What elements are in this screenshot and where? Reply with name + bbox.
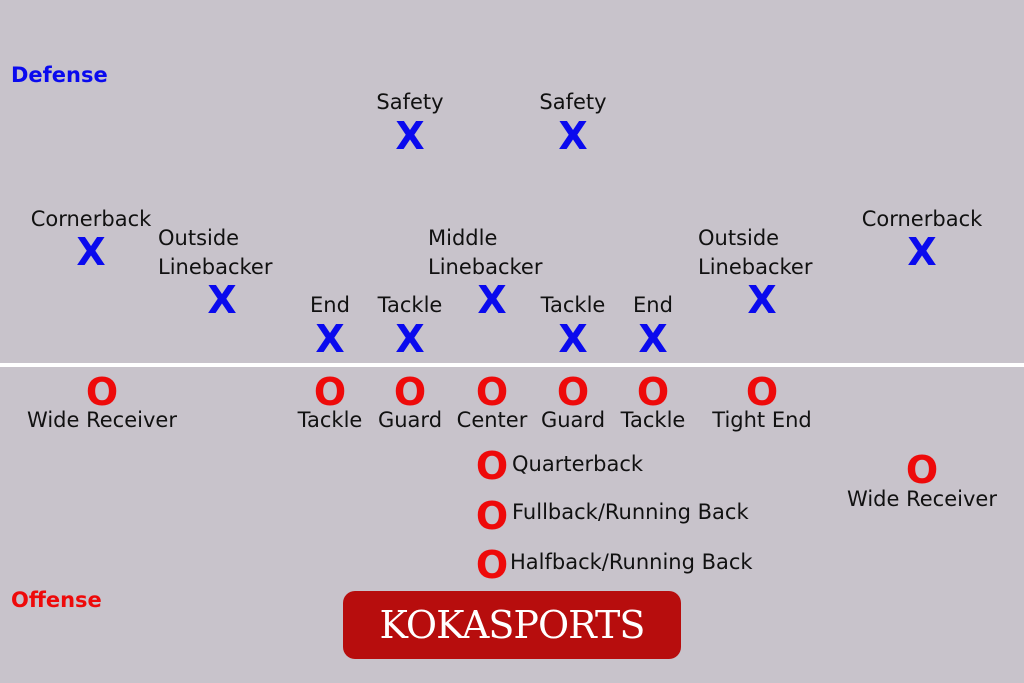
- offense-title: Offense: [11, 588, 102, 612]
- defense-mlb-marker: X: [477, 278, 507, 322]
- defense-mlb-label: Middle Linebacker: [428, 226, 543, 279]
- offense-halfback-marker: O: [475, 543, 509, 587]
- offense-guard-left-label: Guard: [377, 408, 443, 432]
- defense-cornerback-right-label: Cornerback: [861, 207, 983, 231]
- line-of-scrimmage: [0, 363, 1024, 367]
- defense-olb-right-marker: X: [747, 278, 777, 322]
- offense-tight-end-marker: O: [745, 370, 779, 414]
- offense-tackle-left-marker: O: [313, 370, 347, 414]
- defense-safety-right-label: Safety: [539, 90, 607, 114]
- offense-tackle-right-marker: O: [636, 370, 670, 414]
- offense-quarterback-marker: O: [475, 444, 509, 488]
- defense-tackle-left-marker: X: [395, 317, 425, 361]
- defense-end-left-label: End: [310, 293, 350, 317]
- defense-tackle-right-label: Tackle: [540, 293, 606, 317]
- defense-olb-left-marker: X: [207, 278, 237, 322]
- defense-end-right-marker: X: [638, 317, 668, 361]
- defense-cornerback-left-label: Cornerback: [30, 207, 152, 231]
- offense-fullback-marker: O: [475, 494, 509, 538]
- offense-tackle-left-label: Tackle: [297, 408, 363, 432]
- offense-quarterback-label: Quarterback: [512, 452, 644, 476]
- defense-end-right-label: End: [633, 293, 673, 317]
- kokasports-logo: KOKASPORTS: [343, 591, 681, 659]
- offense-guard-right-label: Guard: [540, 408, 606, 432]
- defense-tackle-right-marker: X: [558, 317, 588, 361]
- offense-wr-right-label: Wide Receiver: [847, 487, 997, 511]
- defense-cornerback-right-marker: X: [907, 230, 937, 274]
- defense-tackle-left-label: Tackle: [377, 293, 443, 317]
- defense-safety-left-marker: X: [395, 114, 425, 158]
- defense-end-left-marker: X: [315, 317, 345, 361]
- offense-halfback-label: Halfback/Running Back: [510, 550, 753, 574]
- offense-wr-left-label: Wide Receiver: [27, 408, 177, 432]
- offense-wr-left-marker: O: [85, 370, 119, 414]
- offense-wr-right-marker: O: [905, 448, 939, 492]
- defense-safety-right-marker: X: [558, 114, 588, 158]
- offense-tackle-right-label: Tackle: [620, 408, 686, 432]
- offense-guard-right-marker: O: [556, 370, 590, 414]
- logo-text: KOKASPORTS: [379, 603, 646, 647]
- offense-center-label: Center: [456, 408, 528, 432]
- defense-olb-left-label: Outside Linebacker: [158, 226, 273, 279]
- offense-center-marker: O: [475, 370, 509, 414]
- defense-safety-left-label: Safety: [376, 90, 444, 114]
- defense-title: Defense: [11, 63, 108, 87]
- offense-tight-end-label: Tight End: [712, 408, 812, 432]
- defense-olb-right-label: Outside Linebacker: [698, 226, 813, 279]
- offense-guard-left-marker: O: [393, 370, 427, 414]
- defense-cornerback-left-marker: X: [76, 230, 106, 274]
- offense-fullback-label: Fullback/Running Back: [512, 500, 749, 524]
